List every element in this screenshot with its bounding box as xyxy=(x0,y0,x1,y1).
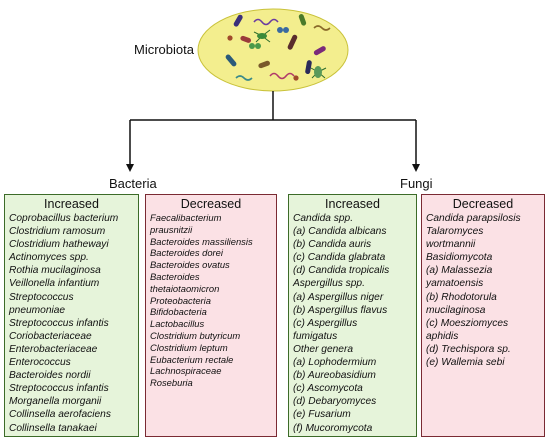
list-item: Clostridium ramosum xyxy=(9,226,106,238)
list-item: (c) Ascomycota xyxy=(293,383,363,395)
list-item: mucilaginosa xyxy=(426,304,486,316)
list-item: (b) Candida auris xyxy=(293,239,372,251)
list-item: Bacteroides ovatus xyxy=(150,259,230,271)
list-item: Eubacterium rectale xyxy=(150,353,234,365)
list-item: (e) Wallemia sebi xyxy=(426,357,505,369)
list-item: Bacteroides massiliensis xyxy=(150,235,253,247)
list-item: Bacteroides nordii xyxy=(9,370,91,382)
list-item: Clostridium butyricum xyxy=(150,329,241,341)
list-item: (d) Trechispora sp. xyxy=(426,343,511,355)
list-item: Clostridium hathewayi xyxy=(9,239,109,251)
list-item: (c) Candida glabrata xyxy=(293,252,386,264)
list-item: (a) Lophodermium xyxy=(293,357,377,369)
list-item: Coriobacteriaceae xyxy=(9,330,92,342)
list-item: Actinomyces spp. xyxy=(9,252,89,264)
list-item: Other genera xyxy=(293,343,354,355)
list-item: (a) Aspergillus niger xyxy=(293,291,384,303)
list-item: Enterobacteriaceae xyxy=(9,343,98,355)
list-item: (e) Fusarium xyxy=(293,409,351,421)
list-item: (a) Malassezia xyxy=(426,265,493,277)
list-item: Streptococcus infantis xyxy=(9,383,109,395)
list-item: Streptococcus infantis xyxy=(9,317,109,329)
list-item: aphidis xyxy=(426,330,459,342)
list-item: Bifidobacteria xyxy=(150,306,207,318)
tree-connectors xyxy=(126,91,420,172)
list-item: Bacteroides xyxy=(150,270,200,282)
list-item: Faecalibacterium xyxy=(150,212,222,223)
list-item: Basidiomycota xyxy=(426,252,493,264)
list-item: (d) Debaryomyces xyxy=(293,396,377,408)
list-item: Streptococcus xyxy=(9,291,74,303)
list-item: Aspergillus spp. xyxy=(293,278,365,290)
list-item: pneumoniae xyxy=(9,304,66,316)
list-item: yamatoensis xyxy=(426,278,484,290)
fungi-label: Fungi xyxy=(400,176,433,191)
list-item: (c) Moesziomyces xyxy=(426,317,509,329)
list-item: prausnitzii xyxy=(150,223,193,235)
bacteria-increased-header: Increased xyxy=(44,197,99,211)
list-item: fumigatus xyxy=(293,330,338,342)
list-item: Talaromyces xyxy=(426,226,484,238)
list-item: Enterococcus xyxy=(9,357,71,369)
list-item: Coprobacillus bacterium xyxy=(9,213,119,224)
list-item: (b) Aureobasidium xyxy=(293,370,376,382)
list-item: Collinsella aerofaciens xyxy=(9,409,111,421)
list-item: Proteobacteria xyxy=(150,294,211,306)
list-item: Morganella morganii xyxy=(9,396,102,408)
bacteria-label: Bacteria xyxy=(109,176,157,191)
list-item: Collinsella tanakaei xyxy=(9,422,97,434)
list-item: (a) Candida albicans xyxy=(293,226,387,238)
list-item: (b) Rhodotorula xyxy=(426,291,497,303)
list-item: Bacteroides dorei xyxy=(150,247,223,259)
fungi-increased-list: Candida spp. (a) Candida albicans(b) Cand… xyxy=(289,212,416,435)
list-item: Lactobacillus xyxy=(150,318,205,330)
list-item: (c) Aspergillus xyxy=(293,317,358,329)
list-item: wortmannii xyxy=(426,239,476,251)
microbiota-label: Microbiota xyxy=(134,42,194,57)
list-item: Clostridium leptum xyxy=(150,341,228,353)
list-item: (d) Candida tropicalis xyxy=(293,265,390,277)
list-item: Veillonella infantium xyxy=(9,278,100,290)
microbiota-illustration xyxy=(197,8,349,92)
list-item: thetaiotaomicron xyxy=(150,282,220,294)
fungi-increased-header: Increased xyxy=(325,197,380,211)
fungi-decreased-header: Decreased xyxy=(452,197,514,211)
list-item: Candida spp. xyxy=(293,213,354,224)
fungi-increased-box: Increased Candida spp. (a) Candida albica… xyxy=(288,194,417,437)
list-item: (f) Mucoromycota xyxy=(293,422,373,434)
list-item: Roseburia xyxy=(150,377,193,389)
list-item: Lachnospiraceae xyxy=(150,365,222,377)
list-item: Candida parapsilosis xyxy=(426,213,521,224)
list-item: (b) Aspergillus flavus xyxy=(293,304,388,316)
bacteria-decreased-header: Decreased xyxy=(180,197,242,211)
list-item: Rothia mucilaginosa xyxy=(9,265,101,277)
